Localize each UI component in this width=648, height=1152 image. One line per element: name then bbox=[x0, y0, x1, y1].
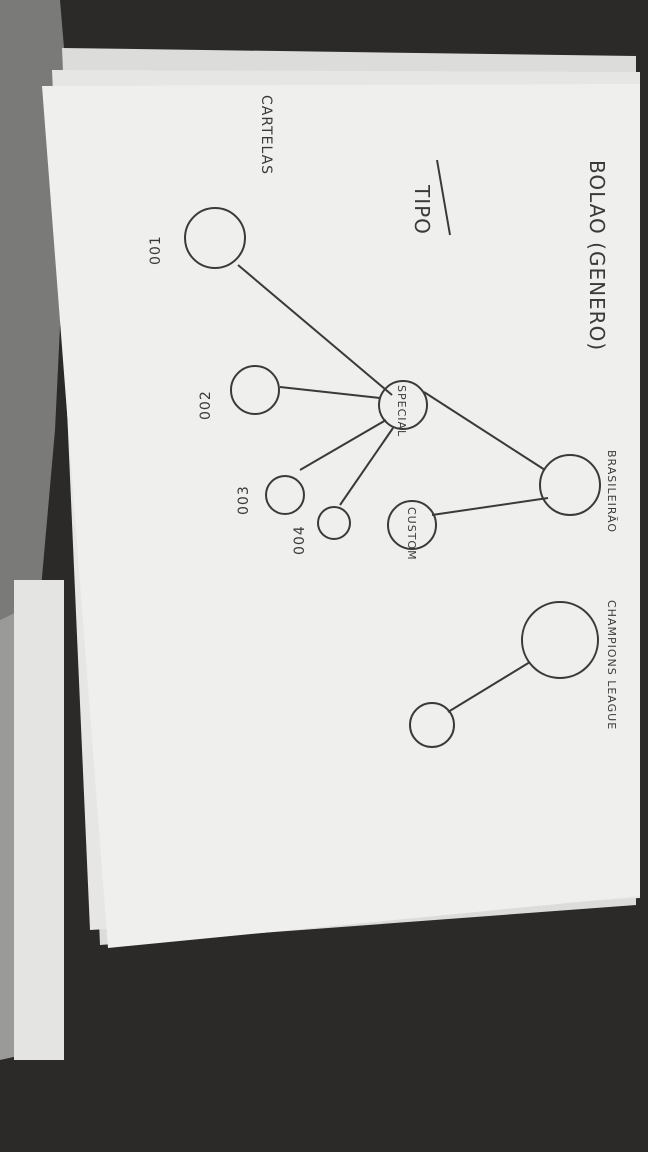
label-004: 004 bbox=[292, 525, 308, 555]
tipo-label: TIPO bbox=[410, 184, 434, 235]
label-002: 002 bbox=[198, 390, 214, 420]
label-special: SPECIAL bbox=[395, 385, 408, 437]
node-004 bbox=[317, 506, 351, 540]
node-champions bbox=[521, 601, 599, 679]
node-brasileirao bbox=[539, 454, 601, 516]
node-special bbox=[378, 380, 428, 430]
label-champions: CHAMPIONS LEAGUE bbox=[605, 600, 618, 730]
label-001: 001 bbox=[148, 235, 164, 265]
graph-edges bbox=[237, 264, 549, 713]
node-custom bbox=[387, 500, 437, 550]
paper-sheet-front bbox=[42, 84, 640, 948]
title-text: BOLAO (GENERO) bbox=[585, 160, 609, 351]
tipo-underline bbox=[436, 159, 451, 236]
paper-under-stack bbox=[14, 580, 64, 1060]
node-champions-child bbox=[409, 702, 455, 748]
label-custom: CUSTOM bbox=[405, 507, 418, 561]
node-003 bbox=[265, 475, 305, 515]
node-002 bbox=[230, 365, 280, 415]
node-001 bbox=[184, 207, 246, 269]
cartelas-label: CARTELAS bbox=[258, 95, 274, 175]
label-003: 003 bbox=[236, 485, 252, 515]
label-brasileirao: BRASILEIRÃO bbox=[605, 450, 618, 533]
